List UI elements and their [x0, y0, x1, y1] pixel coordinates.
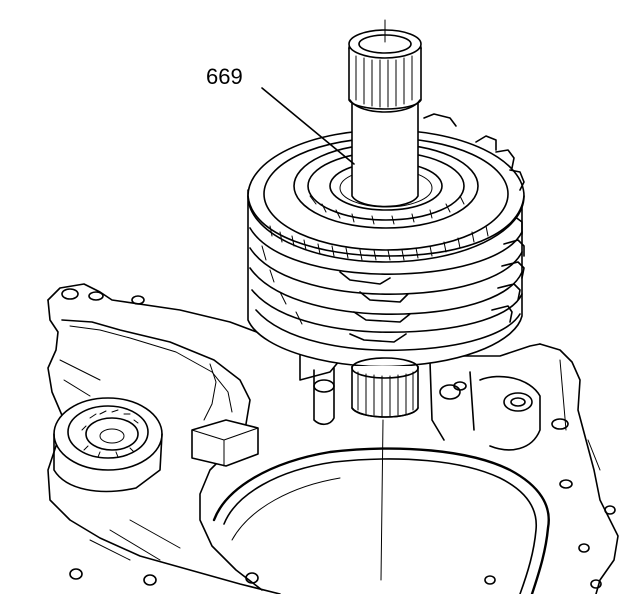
case-bolt-holes [61, 288, 616, 589]
left-pump-boss [53, 397, 163, 493]
assembly-centerline [380, 19, 386, 581]
callout-label: 669 [206, 64, 243, 89]
callout-669: 669 [206, 64, 355, 165]
input-shaft-clutch-assembly [247, 29, 525, 418]
transmission-case [47, 283, 619, 594]
callout-leader-line [261, 87, 355, 165]
